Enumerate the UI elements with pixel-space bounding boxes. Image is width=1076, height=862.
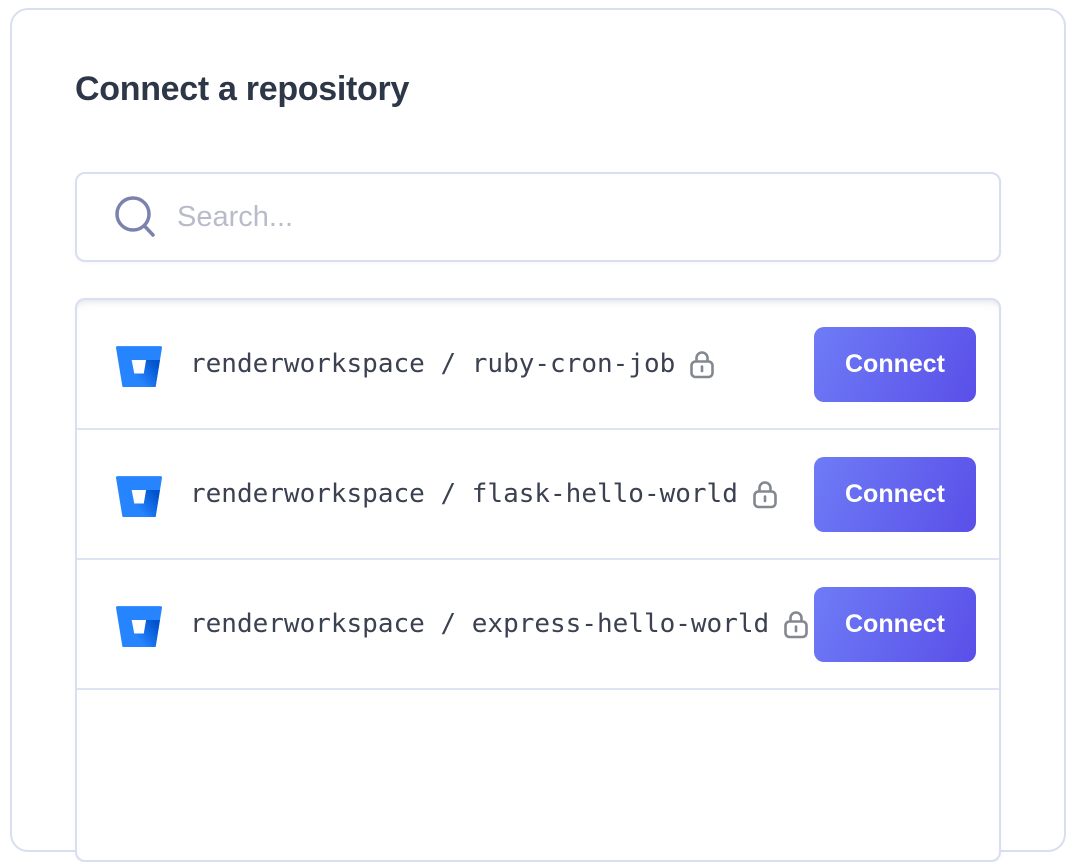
connect-button[interactable]: Connect bbox=[814, 326, 976, 402]
lock-icon bbox=[784, 610, 808, 639]
bitbucket-icon bbox=[116, 341, 162, 387]
bitbucket-icon bbox=[116, 601, 162, 647]
connect-button[interactable]: Connect bbox=[814, 586, 976, 662]
repo-row-partial bbox=[77, 688, 999, 750]
page-title: Connect a repository bbox=[75, 70, 410, 108]
search-box[interactable] bbox=[75, 172, 1001, 262]
repo-label: renderworkspace / flask-hello-world bbox=[190, 479, 738, 509]
lock-icon bbox=[690, 350, 715, 379]
repo-row: renderworkspace / express-hello-world Co… bbox=[77, 558, 999, 688]
search-icon bbox=[111, 193, 159, 241]
lock-icon bbox=[753, 480, 777, 509]
repo-label: renderworkspace / express-hello-world bbox=[190, 609, 770, 639]
bitbucket-icon bbox=[116, 471, 162, 517]
repo-label: renderworkspace / ruby-cron-job bbox=[190, 349, 676, 379]
repo-list: renderworkspace / ruby-cron-job Connect bbox=[75, 298, 1001, 862]
search-input[interactable] bbox=[177, 200, 999, 234]
connect-repository-card: Connect a repository r bbox=[10, 8, 1066, 862]
connect-button[interactable]: Connect bbox=[814, 456, 976, 532]
repo-row: renderworkspace / flask-hello-world Conn… bbox=[77, 428, 999, 558]
repo-row: renderworkspace / ruby-cron-job Connect bbox=[77, 300, 999, 428]
